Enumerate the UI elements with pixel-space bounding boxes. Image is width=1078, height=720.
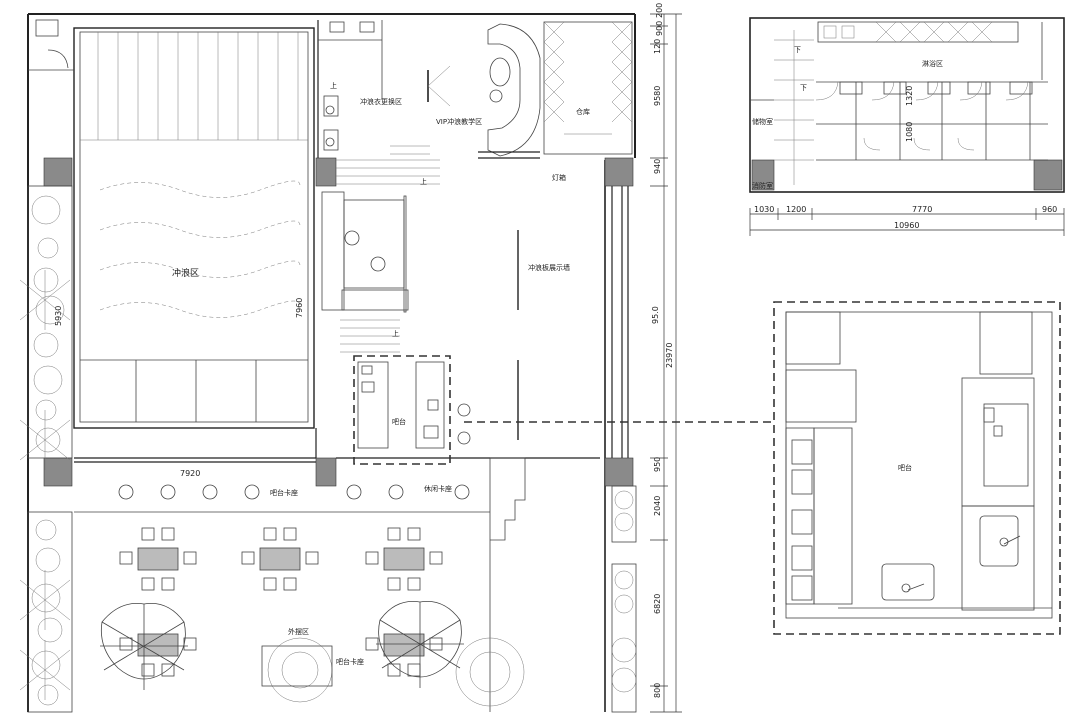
label-vip-teaching: VIP冲浪教学区 — [436, 117, 482, 126]
dim-bath-7770: 7770 — [912, 205, 932, 214]
main-plan: 冲浪区 5930 7960 7920 — [19, 13, 774, 713]
label-leisure-seats: 休闲卡座 — [424, 484, 452, 493]
umbrella-icon — [100, 603, 188, 690]
label-up-1: 上 — [330, 81, 337, 90]
dim-bath-1030: 1030 — [754, 205, 774, 214]
dim-pool-width: 7920 — [180, 469, 200, 478]
dim-right-mid: 95.0 — [651, 306, 660, 324]
label-warehouse: 仓库 — [576, 107, 590, 116]
column — [604, 457, 634, 487]
label-bath-zone: 淋浴区 — [922, 59, 943, 68]
umbrella-icon — [376, 601, 464, 688]
dim-top-200: 200 — [655, 3, 664, 18]
dim-pool-left: 5930 — [54, 306, 63, 326]
table-chair-icon — [119, 633, 197, 677]
label-down-1: 下 — [794, 46, 801, 54]
label-bar: 吧台 — [392, 417, 406, 426]
dim-right-940: 940 — [653, 159, 662, 174]
sink-icon — [881, 515, 1021, 601]
label-down-2: 下 — [800, 84, 807, 92]
label-up-3: 上 — [392, 329, 399, 338]
column — [43, 457, 73, 487]
shower-stalls — [816, 81, 1048, 161]
table-chair-icon — [119, 527, 197, 591]
label-shower-change: 冲浪衣更换区 — [360, 97, 402, 106]
tree-icon — [31, 195, 65, 706]
column — [315, 157, 337, 187]
dim-top-900: 900 — [655, 21, 664, 36]
label-fire-room: 消防室 — [752, 181, 773, 190]
dim-total-height: 23970 — [665, 343, 674, 368]
dim-right-2040: 2040 — [653, 496, 662, 516]
column — [43, 157, 73, 187]
dim-bath-1320: 1320 — [905, 86, 914, 106]
table-chair-icon — [365, 527, 443, 591]
column — [315, 457, 337, 487]
bar-highlight-frame — [353, 355, 451, 465]
label-outdoor: 外摆区 — [288, 627, 309, 636]
dim-bath-total: 10960 — [894, 221, 919, 230]
dim-bath-1080: 1080 — [905, 122, 914, 142]
door-swing-icon — [815, 81, 1029, 151]
label-surfboard-wall: 冲浪板展示墙 — [528, 263, 570, 272]
dim-bottom-800: 800 — [653, 683, 662, 698]
dim-right-6820: 6820 — [653, 594, 662, 614]
label-bar-seats-2: 吧台卡座 — [336, 657, 364, 666]
label-up-2: 上 — [420, 177, 427, 186]
bath-plan: 淋浴区 下 下 储物室 消防室 — [749, 17, 1065, 236]
dim-top-120: 120 — [653, 39, 662, 54]
dim-right-upper: 9580 — [653, 86, 662, 106]
table-chair-icon — [241, 527, 319, 591]
label-storage: 储物室 — [752, 117, 773, 126]
dim-bath-960: 960 — [1042, 205, 1057, 214]
dim-right-950: 950 — [653, 457, 662, 472]
tree-icon — [267, 637, 525, 707]
dim-pool-right: 7960 — [295, 298, 304, 318]
table-chair-icon — [365, 633, 443, 677]
main-dimensions: 200 900 120 9580 940 95.0 23970 950 2040… — [650, 3, 682, 713]
column — [604, 157, 634, 187]
label-bar-seats: 吧台卡座 — [270, 488, 298, 497]
dim-bath-1200: 1200 — [786, 205, 806, 214]
label-bar-detail: 吧台 — [898, 463, 912, 472]
label-surf-zone: 冲浪区 — [172, 267, 199, 279]
bar-detail: 吧台 — [773, 301, 1061, 635]
label-light-box: 灯箱 — [552, 173, 566, 182]
